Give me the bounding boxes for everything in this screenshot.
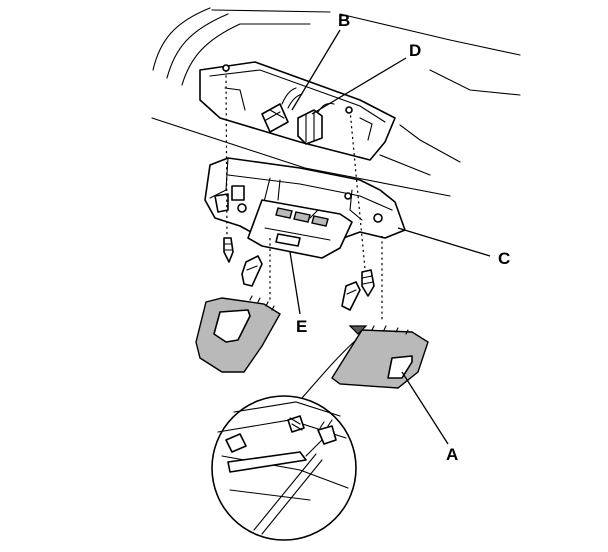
callout-a: A	[446, 445, 458, 464]
roof-headliner	[151, 7, 521, 197]
leader-lines	[289, 29, 491, 445]
callout-labels: B D C E A	[296, 11, 510, 464]
right-map-light-lens-a	[331, 325, 429, 389]
connector-b	[261, 87, 303, 133]
left-map-light-lens	[195, 295, 281, 373]
callout-d: D	[409, 41, 421, 60]
callout-e: E	[296, 317, 307, 336]
callout-c: C	[498, 249, 510, 268]
callout-b: B	[338, 11, 350, 30]
screws	[222, 64, 375, 311]
console-bracket-c	[204, 157, 406, 259]
detail-inset	[211, 339, 357, 541]
connector-d	[297, 102, 335, 145]
